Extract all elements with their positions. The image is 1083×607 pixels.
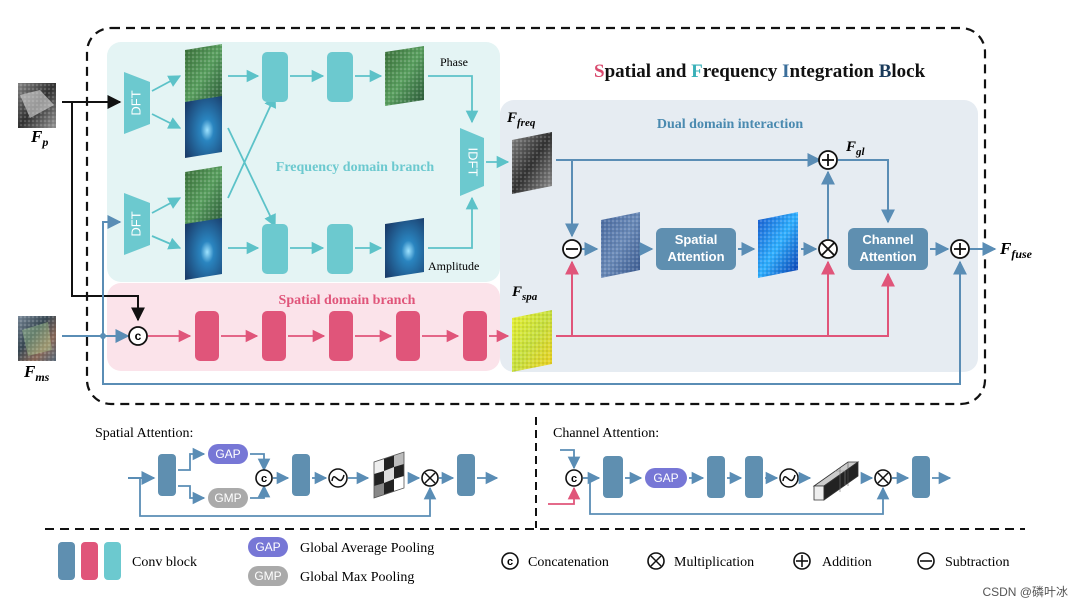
svg-text:Attention: Attention	[859, 249, 916, 264]
fp-to-concat-arrow	[71, 102, 145, 322]
fgl-label: Fgl	[845, 139, 866, 158]
attention-map	[758, 212, 798, 278]
svg-text:c: c	[571, 473, 577, 485]
legend-gap-desc: Global Average Pooling	[300, 541, 434, 556]
legend-subtraction-label: Subtraction	[945, 555, 1010, 570]
legend-conv-blocks	[58, 542, 121, 580]
legend-addition-label: Addition	[822, 555, 872, 570]
fspa-label: Fspa	[511, 284, 538, 303]
spa-conv-3	[329, 311, 353, 361]
subtraction-node	[562, 239, 582, 259]
svg-text:Channel: Channel	[862, 232, 913, 247]
dual-domain-bg	[500, 100, 978, 372]
concat-node-main: c	[128, 326, 148, 346]
fms-residual-arrow	[102, 260, 967, 385]
svg-text:DFT: DFT	[128, 211, 143, 236]
svg-text:GMP: GMP	[214, 491, 241, 505]
dft-block-top: DFT	[124, 72, 150, 134]
title-i: I	[782, 61, 789, 82]
spatial-attention-block: Spatial Attention	[656, 228, 736, 270]
spa-conv-4	[396, 311, 420, 361]
fms-input-image	[18, 316, 56, 361]
amplitude-map-bottom	[185, 218, 222, 280]
addition-node-fuse	[950, 239, 970, 259]
amplitude-map-top	[185, 96, 222, 158]
multiplication-node	[818, 239, 838, 259]
title-rest4: lock	[891, 61, 925, 82]
title-rest1: patial and	[605, 61, 692, 82]
legend-multiply-icon	[647, 552, 665, 570]
title-f: F	[691, 61, 703, 82]
legend-subtraction-icon	[917, 552, 935, 570]
channel-attention-title: Channel Attention:	[553, 426, 659, 441]
legend-conv-label: Conv block	[132, 555, 197, 570]
spatial-attention-title: Spatial Attention:	[95, 426, 193, 441]
svg-text:IDFT: IDFT	[466, 148, 481, 177]
legend-gap-text: GAP	[255, 540, 280, 554]
block-border	[85, 26, 987, 406]
spa-conv-5	[463, 311, 487, 361]
legend-concat-label: Concatenation	[528, 555, 609, 570]
phase-output-map	[385, 46, 424, 106]
legend-multiply-label: Multiplication	[674, 555, 754, 570]
fp-label: Fp	[30, 127, 48, 149]
svg-text:GAP: GAP	[215, 447, 240, 461]
svg-text:DFT: DFT	[128, 90, 143, 115]
ca-channel-weights	[812, 461, 860, 501]
sa-gap-pill	[208, 444, 248, 464]
difference-map	[601, 212, 640, 278]
idft-block: IDFT	[460, 128, 484, 196]
fspa-map	[512, 310, 552, 372]
legend-gap-pill	[248, 537, 288, 557]
svg-text:c: c	[261, 473, 267, 485]
ca-gap-pill	[645, 468, 687, 488]
spatial-attention-detail: GAP GMP c	[128, 444, 499, 517]
svg-text:Spatial: Spatial	[675, 232, 718, 247]
amplitude-output-map	[385, 218, 424, 278]
freq-conv-phase-2	[327, 52, 353, 102]
amplitude-label: Amplitude	[428, 259, 479, 273]
svg-text:c: c	[507, 556, 513, 568]
freq-conv-phase-1	[262, 52, 288, 102]
phase-map-top	[185, 44, 222, 106]
legend-gmp-pill	[248, 566, 288, 586]
sa-gmp-pill	[208, 488, 248, 508]
title-rest2: requency	[703, 61, 782, 82]
svg-text:c: c	[135, 329, 142, 343]
sa-attention-grid	[373, 451, 405, 499]
phase-map-bottom	[185, 166, 222, 228]
spatial-branch-label: Spatial domain branch	[279, 293, 416, 308]
freq-conv-amp-1	[262, 224, 288, 274]
phase-label: Phase	[440, 55, 468, 69]
title-s: S	[594, 61, 605, 82]
ffreq-map	[512, 132, 552, 194]
svg-text:GAP: GAP	[653, 471, 678, 485]
spa-conv-2	[262, 311, 286, 361]
title-b: B	[879, 61, 892, 82]
ffreq-label: Ffreq	[506, 110, 536, 129]
title-rest3: ntegration	[790, 61, 879, 82]
watermark: CSDN @磷叶冰	[982, 584, 1068, 599]
fp-input-image	[18, 83, 56, 128]
freq-conv-amp-2	[327, 224, 353, 274]
legend-gmp-text: GMP	[254, 569, 281, 583]
svg-text:Attention: Attention	[667, 249, 724, 264]
dft-block-bottom: DFT	[124, 193, 150, 255]
legend-concat-icon: c	[501, 552, 519, 570]
legend-addition-icon	[793, 552, 811, 570]
channel-attention-detail: c GAP	[548, 449, 952, 515]
legend-gmp-desc: Global Max Pooling	[300, 570, 414, 585]
channel-attention-block: Channel Attention	[848, 228, 928, 270]
block-title: Spatial and Frequency Integration Block	[594, 61, 926, 82]
fms-to-dft-arrow	[102, 215, 122, 336]
ffuse-label: Ffuse	[999, 239, 1033, 261]
fms-label: Fms	[23, 362, 50, 384]
spa-conv-1	[195, 311, 219, 361]
frequency-branch-label: Frequency domain branch	[276, 160, 435, 175]
dual-domain-label: Dual domain interaction	[657, 117, 803, 132]
addition-node-gl	[818, 150, 838, 170]
